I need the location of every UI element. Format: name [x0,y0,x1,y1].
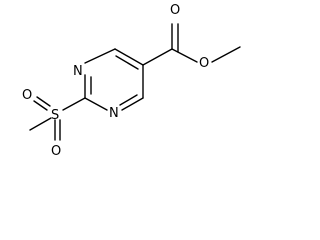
bond-o-methyl [211,46,241,63]
bond-s-o-left-b [33,100,48,111]
chemical-structure-diagram: N N S O O O O [22,3,241,159]
bond-n1-c6 [84,48,116,64]
bond-s-o-left-a [36,96,51,107]
bond-c6-c5-inner [115,55,139,70]
bond-c2-s [62,97,86,111]
atom-label-sulfonyl-oxygen-bottom: O [51,144,61,159]
atom-label-carbonyl-oxygen: O [170,3,180,18]
bond-s-methyl [29,117,52,131]
atom-label-n-bottom: N [109,106,119,121]
bond-c5-carbonyl [142,48,173,66]
atom-label-ester-oxygen: O [199,56,209,71]
structure-canvas: N N S O O O O [22,3,241,159]
bond-c6-c5 [114,48,144,66]
bond-c4-n3 [121,97,144,111]
bond-c4-n3-inner [119,94,138,106]
atom-label-sulfonyl-oxygen-left: O [22,88,32,103]
bond-carbonyl-o-ester [171,48,198,63]
atom-label-n-top: N [73,64,83,79]
bond-n3-c2 [84,97,108,111]
atom-label-sulfur: S [51,108,59,123]
